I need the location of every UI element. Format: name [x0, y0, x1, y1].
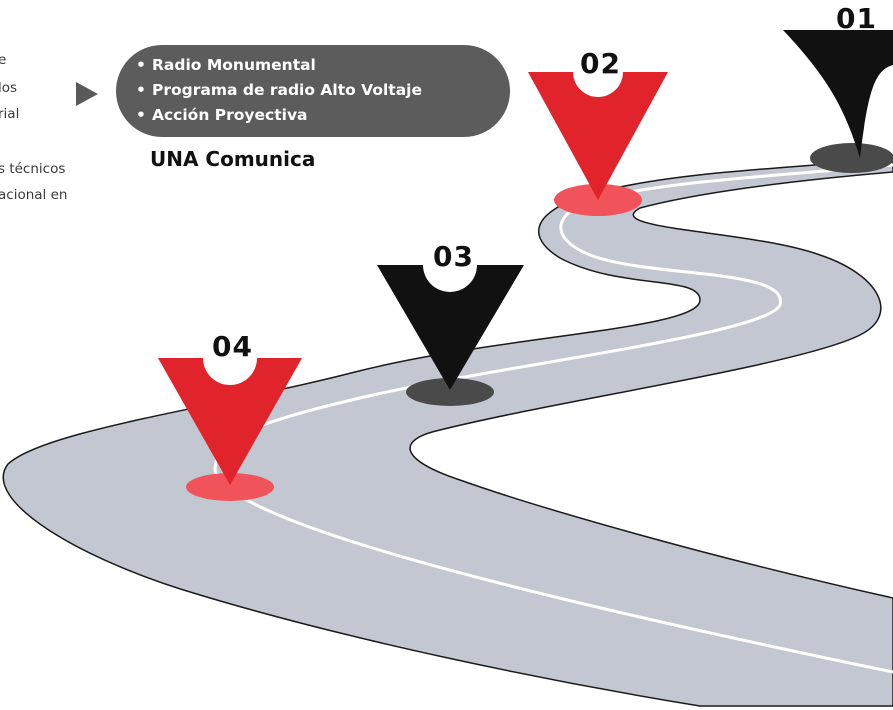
marker-04-pin	[158, 358, 302, 485]
side-text-line: rial	[0, 106, 20, 122]
program-list-item: • Programa de radio Alto Voltaje	[136, 78, 422, 103]
program-name: Programa de radio Alto Voltaje	[152, 81, 422, 99]
bullet-icon: •	[136, 56, 146, 74]
marker-02-pin	[528, 72, 668, 200]
marker-01-base	[810, 143, 893, 173]
program-list-item: • Radio Monumental	[136, 53, 422, 78]
marker-03	[377, 265, 524, 406]
caption-label: UNA Comunica	[150, 147, 316, 171]
side-text-line: acional en	[0, 187, 68, 203]
program-list-pill: • Radio Monumental • Programa de radio Alt…	[116, 45, 510, 137]
program-list: • Radio Monumental • Programa de radio Alt…	[136, 53, 422, 128]
side-text-line: s técnicos	[0, 161, 66, 177]
marker-03-base	[406, 378, 494, 406]
marker-03-pin	[377, 265, 524, 390]
marker-01-number: 01	[836, 2, 877, 35]
program-list-item: • Acción Proyectiva	[136, 103, 422, 128]
play-arrow-icon	[76, 82, 98, 106]
road-surface	[2, 157, 893, 707]
marker-03-number: 03	[433, 240, 474, 273]
marker-04-base	[186, 473, 274, 501]
marker-02-number: 02	[580, 47, 621, 80]
marker-02	[528, 72, 668, 216]
marker-01	[783, 30, 893, 173]
program-name: Acción Proyectiva	[152, 106, 308, 124]
program-name: Radio Monumental	[152, 56, 316, 74]
side-text-line: e	[0, 52, 7, 68]
side-text-line: los	[0, 80, 18, 96]
marker-04-number: 04	[212, 330, 253, 363]
marker-04	[158, 358, 302, 501]
bullet-icon: •	[136, 106, 146, 124]
bullet-icon: •	[136, 81, 146, 99]
marker-01-pin	[783, 30, 893, 158]
